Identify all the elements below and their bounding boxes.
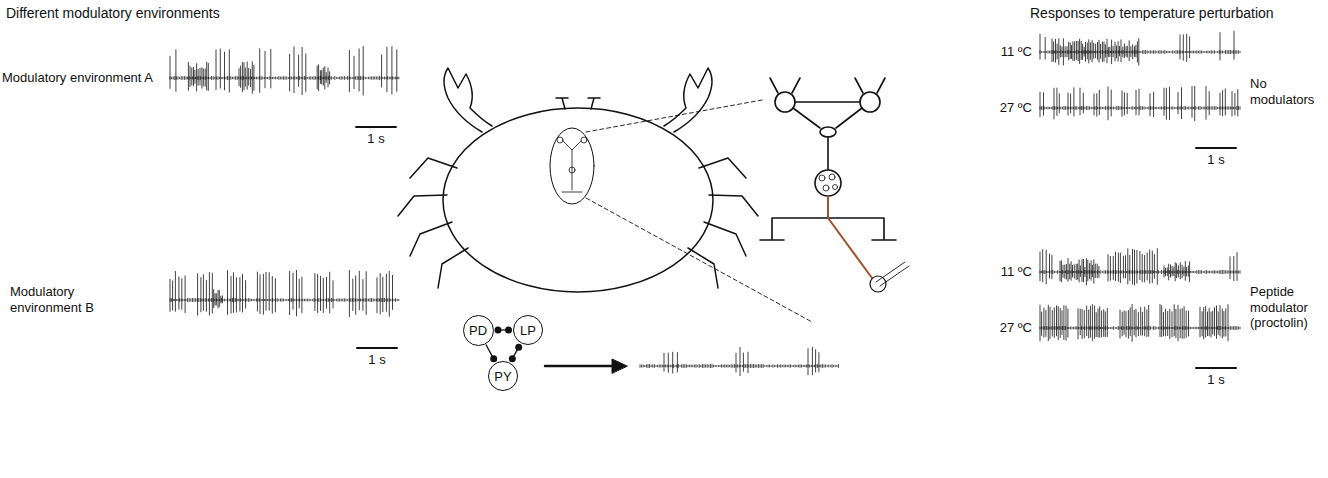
stomatogastric-ganglion [815, 170, 841, 196]
scale-bar [356, 126, 396, 128]
output-arrow [545, 365, 615, 368]
neuron-soma [833, 185, 838, 190]
temperature-label: 11 ºC [1001, 44, 1032, 60]
commissure [793, 102, 862, 128]
stn-nerve [827, 137, 829, 170]
crab-leg [438, 248, 468, 288]
crab-leg [410, 222, 452, 256]
neuron-soma [829, 174, 835, 180]
crab-limbs-mirror [588, 68, 758, 288]
crab-claw [444, 68, 492, 132]
scale-bar [1196, 367, 1236, 369]
temperature-label: 27 ºC [1000, 320, 1032, 336]
stns-inset [760, 78, 909, 292]
stns-region [550, 128, 594, 204]
mini-ganglion [581, 137, 587, 143]
scale-label: 1 s [1207, 372, 1224, 388]
inhibitory-synapse [515, 344, 522, 351]
voltage-traces [170, 31, 1240, 376]
commissural-ganglion [775, 92, 795, 112]
neuron-name: PY [494, 370, 511, 383]
mini-nerve [562, 141, 582, 192]
crab-leg [398, 195, 447, 216]
stg-neurons [819, 174, 838, 191]
neuron-circle: LP [513, 315, 543, 345]
mini-ganglion [557, 137, 563, 143]
crab-carapace [443, 108, 713, 292]
condition-label: Modulatory environment B [10, 284, 135, 315]
inhibitory-synapse [495, 327, 502, 334]
synapse-connection [486, 344, 497, 362]
neuron-circle: PY [488, 361, 518, 391]
spike-trace [640, 347, 838, 376]
neuron-circle: PD [463, 315, 494, 346]
inhibitory-synapse [509, 355, 516, 362]
scale-label: 1 s [1207, 152, 1224, 168]
synapse-connection [509, 344, 522, 363]
neuron-name: LP [520, 324, 536, 337]
scale-bar [1196, 147, 1236, 149]
crab-eye [556, 98, 568, 109]
spike-trace [1040, 86, 1240, 121]
condition-label: No modulators [1250, 76, 1324, 107]
nerve [770, 78, 885, 93]
inhibitory-synapse [505, 327, 512, 334]
stns-miniature [557, 137, 587, 192]
scale-label: 1 s [367, 131, 384, 147]
neuron-soma [823, 185, 829, 191]
arrow-head [612, 359, 627, 373]
neuron-soma [819, 175, 825, 181]
commissural-ganglion [860, 92, 880, 112]
panel-heading: Responses to temperature perturbation [1030, 5, 1274, 22]
electrode-wire [876, 262, 909, 286]
mini-ganglion [569, 167, 575, 173]
crab-limbs [398, 68, 568, 288]
neuron-name: PD [469, 324, 487, 337]
zoom-line [586, 100, 812, 322]
crab-leg [410, 158, 457, 178]
scale-bar [357, 347, 397, 349]
scale-label: 1 s [368, 352, 385, 368]
condition-label: Modulatory environment A [2, 70, 153, 86]
temperature-label: 11 ºC [1001, 264, 1032, 280]
lvn-nerve [828, 196, 872, 278]
spike-trace [1040, 31, 1240, 66]
spike-trace [170, 46, 399, 95]
spike-trace [1040, 248, 1240, 285]
temperature-label: 27 ºC [1000, 100, 1032, 116]
panel-heading: Different modulatory environments [6, 5, 220, 22]
oesophageal-ganglion [820, 127, 836, 137]
synapse-connection [495, 327, 513, 334]
spike-trace [170, 270, 399, 317]
condition-label: Peptide modulator (proctolin) [1250, 284, 1324, 331]
spike-trace [1040, 304, 1240, 342]
